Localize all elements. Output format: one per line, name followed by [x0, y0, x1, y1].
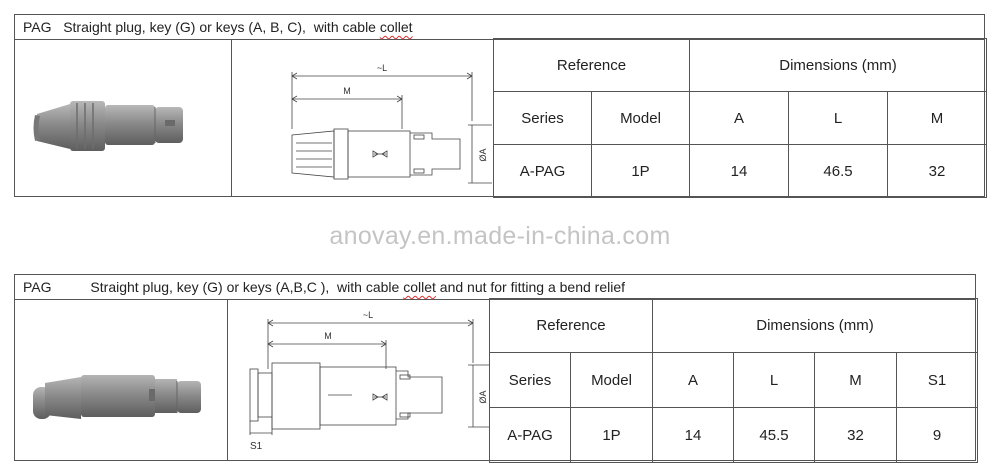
- col-series: Series: [493, 91, 592, 145]
- table-row: A-PAG 1P 14 46.5 32: [493, 144, 988, 198]
- block-2-drawing-cell: ~L M ØA S1: [228, 299, 490, 461]
- col-m: M: [814, 352, 897, 408]
- block-2-title: PAG Straight plug, key (G) or keys (A,B,…: [15, 275, 975, 300]
- cell-model: 1P: [591, 144, 690, 198]
- col-m: M: [886, 91, 988, 145]
- cell-m: 32: [814, 407, 897, 463]
- connector-plug-photo: [33, 375, 201, 419]
- col-s1: S1: [895, 352, 979, 408]
- cell-l: 46.5: [788, 144, 888, 198]
- spec-block-2: PAG Straight plug, key (G) or keys (A,B,…: [14, 274, 979, 463]
- col-a: A: [652, 352, 734, 408]
- cell-l: 45.5: [733, 407, 815, 463]
- dim-label-l: ~L: [377, 63, 387, 73]
- cell-s1: 9: [895, 407, 979, 463]
- cell-series: A-PAG: [493, 144, 592, 198]
- technical-drawing: ~L M ØA S1: [249, 310, 490, 452]
- col-series: Series: [489, 352, 571, 408]
- col-a: A: [689, 91, 789, 145]
- watermark: anovay.en.made-in-china.com: [329, 222, 671, 250]
- reference-header: Reference: [489, 298, 653, 353]
- spec-block-1: PAG Straight plug, key (G) or keys (A, B…: [14, 14, 988, 198]
- dim-label-m: M: [343, 86, 351, 96]
- cell-m: 32: [886, 144, 988, 198]
- block-1-title: PAG Straight plug, key (G) or keys (A, B…: [15, 15, 984, 40]
- block-1-photo-cell: [15, 39, 232, 197]
- col-l: L: [788, 91, 888, 145]
- cell-a: 14: [652, 407, 734, 463]
- dimensions-header: Dimensions (mm): [688, 38, 988, 92]
- col-model: Model: [570, 352, 653, 408]
- block-2-table: Reference Dimensions (mm) Series Model A…: [489, 298, 979, 463]
- table-row: A-PAG 1P 14 45.5 32 9: [489, 407, 979, 463]
- dim-label-l: ~L: [363, 310, 373, 320]
- dimensions-header: Dimensions (mm): [651, 298, 979, 353]
- dim-label-a: ØA: [478, 148, 488, 161]
- cell-a: 14: [689, 144, 789, 198]
- col-model: Model: [591, 91, 690, 145]
- dim-label-m: M: [324, 331, 332, 341]
- technical-drawing: ~L M ØA: [291, 63, 492, 184]
- dim-label-a: ØA: [478, 390, 488, 403]
- block-2-photo-cell: [15, 299, 228, 461]
- cell-model: 1P: [570, 407, 653, 463]
- cell-series: A-PAG: [489, 407, 571, 463]
- reference-header: Reference: [493, 38, 690, 92]
- connector-plug-photo: [33, 101, 183, 151]
- block-1-drawing-cell: ~L M ØA: [232, 39, 494, 197]
- block-1-table: Reference Dimensions (mm) Series Model A…: [493, 38, 988, 198]
- dim-label-s1: S1: [250, 441, 263, 452]
- col-l: L: [733, 352, 815, 408]
